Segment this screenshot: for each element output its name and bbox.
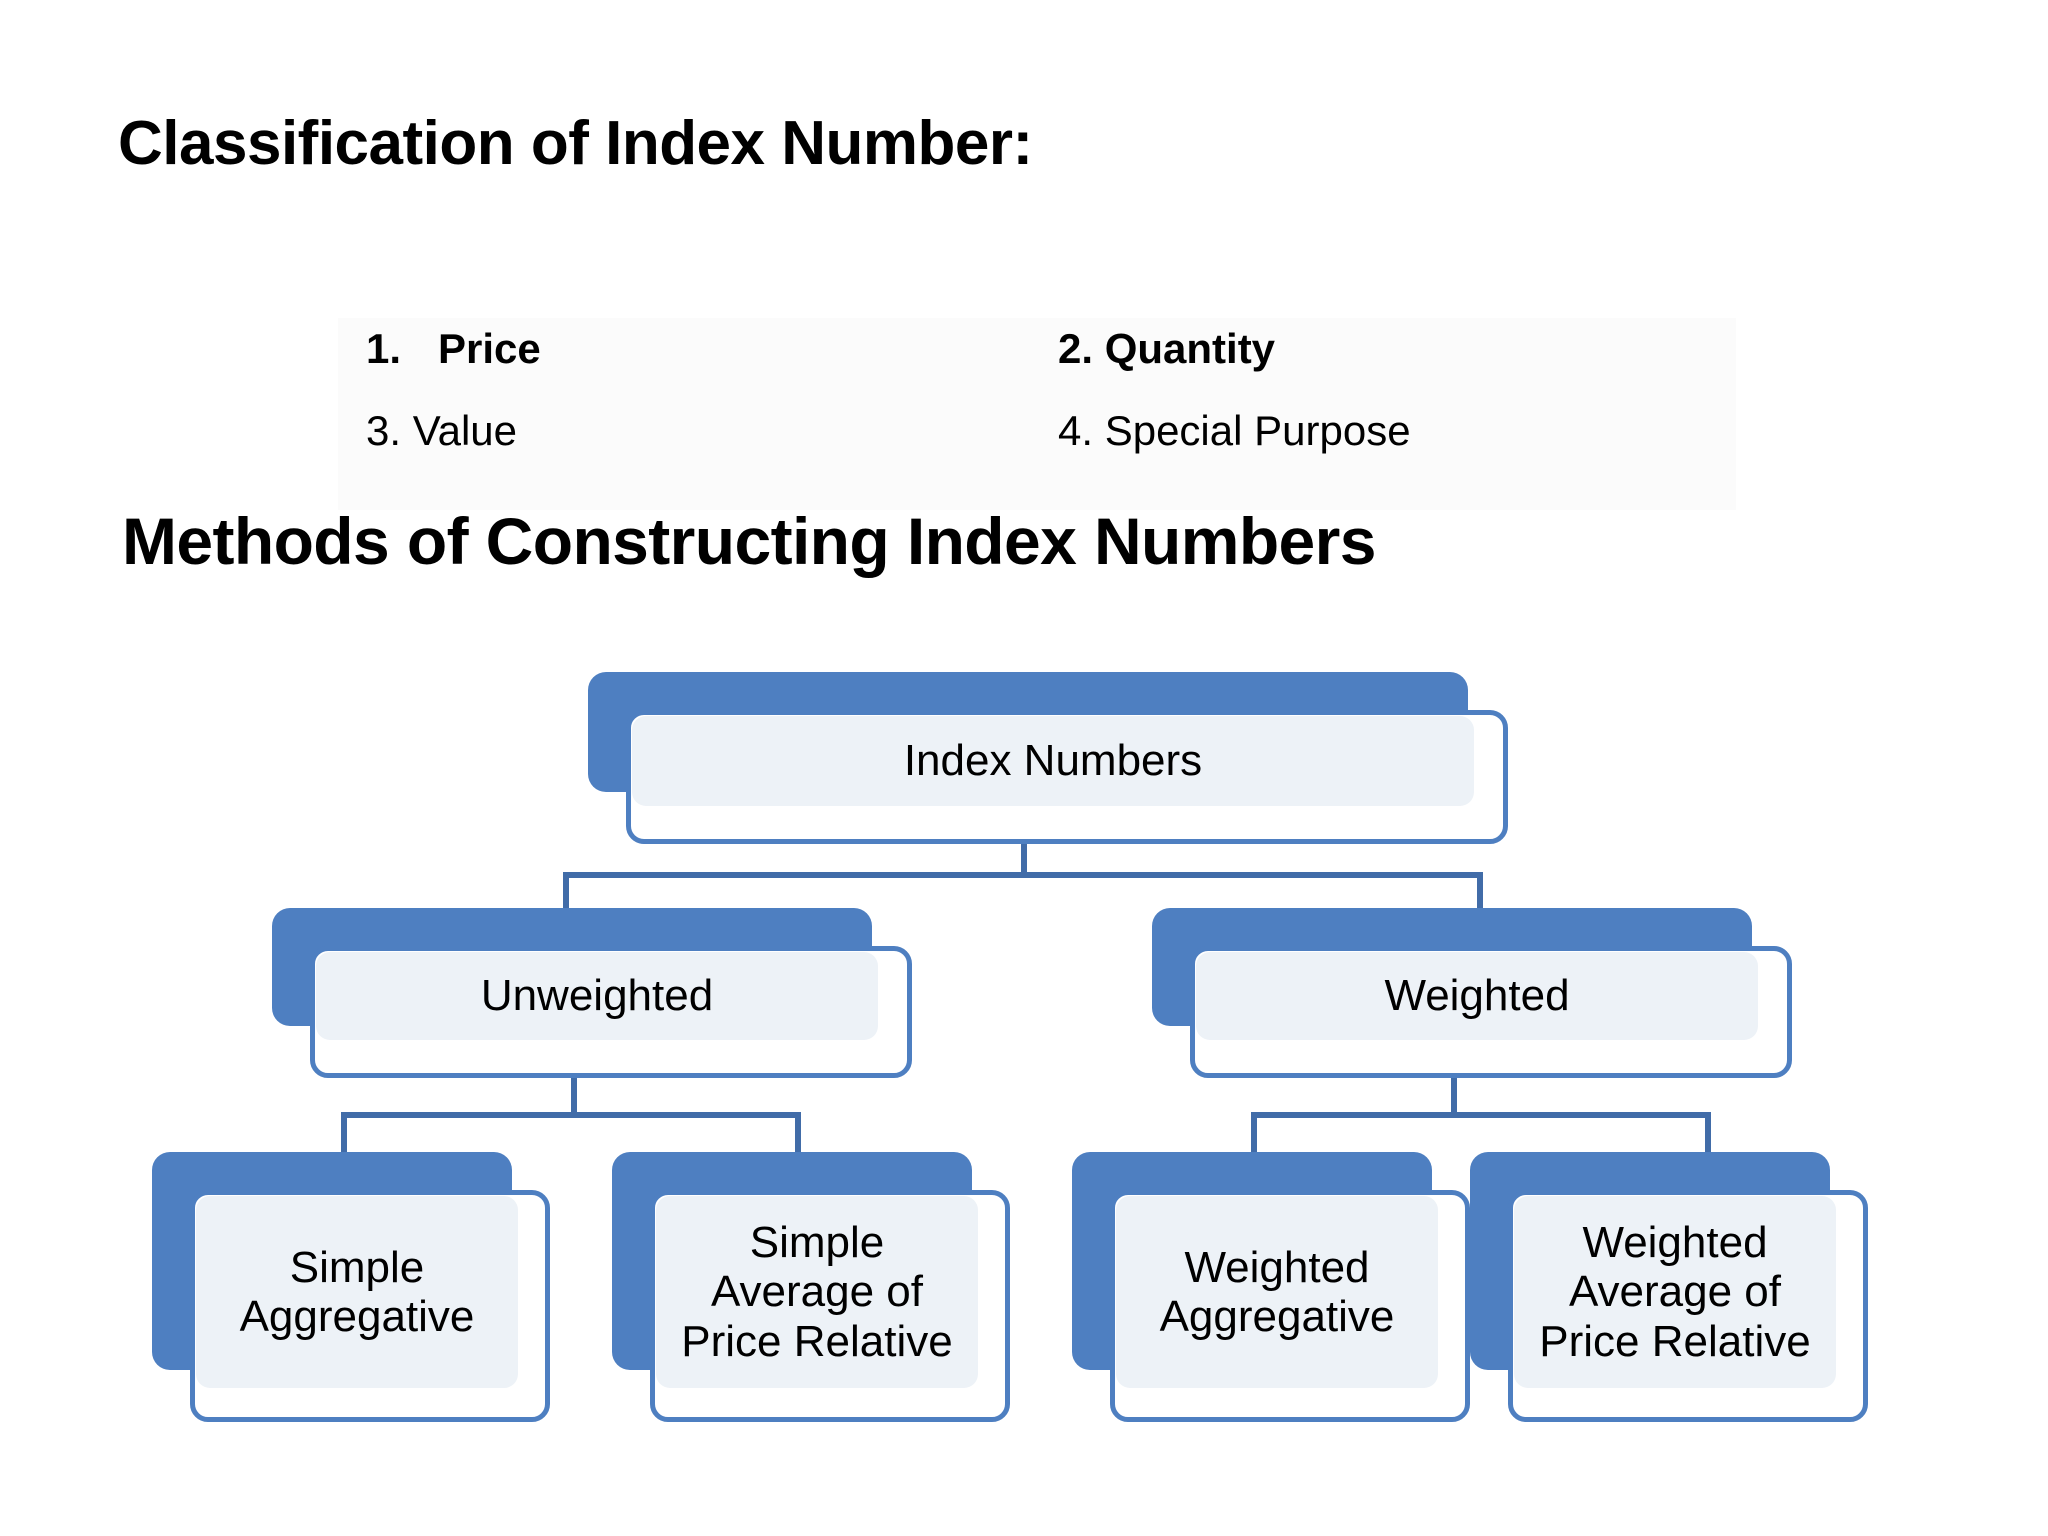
node-fill: Simple Average of Price Relative bbox=[656, 1196, 978, 1388]
connector-to-unweighted bbox=[563, 872, 569, 916]
classification-item-number: 3. bbox=[366, 407, 402, 454]
node-simple-average-of-price-relative[interactable]: Simple Average of Price Relative bbox=[612, 1152, 1010, 1422]
classification-item-quantity: 2. Quantity bbox=[1058, 328, 1275, 370]
connector-root-stem bbox=[1021, 838, 1027, 878]
node-fill: Weighted Aggregative bbox=[1116, 1196, 1438, 1388]
connector-to-leaf2 bbox=[795, 1112, 801, 1160]
node-fill: Simple Aggregative bbox=[196, 1196, 518, 1388]
classification-item-value: 3. Value bbox=[366, 410, 517, 452]
node-label-line: Average of bbox=[1568, 1267, 1781, 1317]
classification-item-special-purpose: 4. Special Purpose bbox=[1058, 410, 1411, 452]
node-label: Weighted bbox=[1384, 971, 1570, 1021]
connector-to-leaf1 bbox=[341, 1112, 347, 1160]
connector-unweighted-stem bbox=[571, 1078, 577, 1118]
node-label: Simple Average of Price Relative bbox=[671, 1218, 962, 1366]
node-label-line: Price Relative bbox=[681, 1316, 953, 1366]
node-weighted-average-of-price-relative[interactable]: Weighted Average of Price Relative bbox=[1470, 1152, 1868, 1422]
classification-item-label: Quantity bbox=[1104, 325, 1276, 372]
connector-to-leaf4 bbox=[1705, 1112, 1711, 1160]
connector-weighted-bus bbox=[1251, 1112, 1711, 1118]
node-label-line: Aggregative bbox=[239, 1292, 475, 1341]
classification-row: 3. Value 4. Special Purpose bbox=[338, 410, 1736, 490]
connector-to-leaf3 bbox=[1251, 1112, 1257, 1160]
node-weighted-aggregative[interactable]: Weighted Aggregative bbox=[1072, 1152, 1470, 1422]
node-label: Weighted Average of Price Relative bbox=[1529, 1218, 1820, 1366]
node-label-line: Price Relative bbox=[1539, 1316, 1811, 1366]
classification-item-number: 4. bbox=[1058, 407, 1094, 454]
node-weighted[interactable]: Weighted bbox=[1152, 908, 1792, 1078]
node-fill: Weighted bbox=[1196, 952, 1758, 1040]
classification-panel: 1. Price 2. Quantity 3. Value 4. Special … bbox=[338, 318, 1736, 510]
classification-item-label: Price bbox=[438, 325, 541, 372]
node-label-line: Aggregative bbox=[1159, 1292, 1395, 1341]
classification-item-price: 1. Price bbox=[366, 328, 541, 370]
node-label: Weighted Aggregative bbox=[1150, 1243, 1405, 1342]
node-label-line: Weighted bbox=[1582, 1218, 1768, 1268]
connector-unweighted-bus bbox=[341, 1112, 801, 1118]
node-unweighted[interactable]: Unweighted bbox=[272, 908, 912, 1078]
classification-item-number: 1. bbox=[366, 325, 402, 372]
classification-row: 1. Price 2. Quantity bbox=[338, 328, 1736, 408]
node-fill: Unweighted bbox=[316, 952, 878, 1040]
node-label-line: Simple bbox=[289, 1242, 425, 1292]
node-label-line: Simple bbox=[749, 1218, 885, 1268]
node-label-line: Weighted bbox=[1184, 1242, 1370, 1292]
classification-item-number: 2. bbox=[1058, 325, 1094, 372]
node-fill: Index Numbers bbox=[632, 716, 1474, 806]
node-simple-aggregative[interactable]: Simple Aggregative bbox=[152, 1152, 550, 1422]
classification-item-label: Value bbox=[412, 407, 518, 454]
page-title: Classification of Index Number: bbox=[118, 109, 1033, 178]
node-label: Index Numbers bbox=[903, 736, 1203, 786]
connector-level2-bus bbox=[563, 872, 1483, 878]
classification-item-label: Special Purpose bbox=[1104, 407, 1411, 454]
node-label-line: Average of bbox=[710, 1267, 923, 1317]
node-label: Unweighted bbox=[480, 971, 714, 1021]
section-heading: Methods of Constructing Index Numbers bbox=[122, 504, 1376, 578]
node-fill: Weighted Average of Price Relative bbox=[1514, 1196, 1836, 1388]
node-index-numbers[interactable]: Index Numbers bbox=[588, 672, 1508, 844]
node-label: Simple Aggregative bbox=[230, 1243, 485, 1342]
connector-to-weighted bbox=[1477, 872, 1483, 916]
connector-weighted-stem bbox=[1451, 1078, 1457, 1118]
